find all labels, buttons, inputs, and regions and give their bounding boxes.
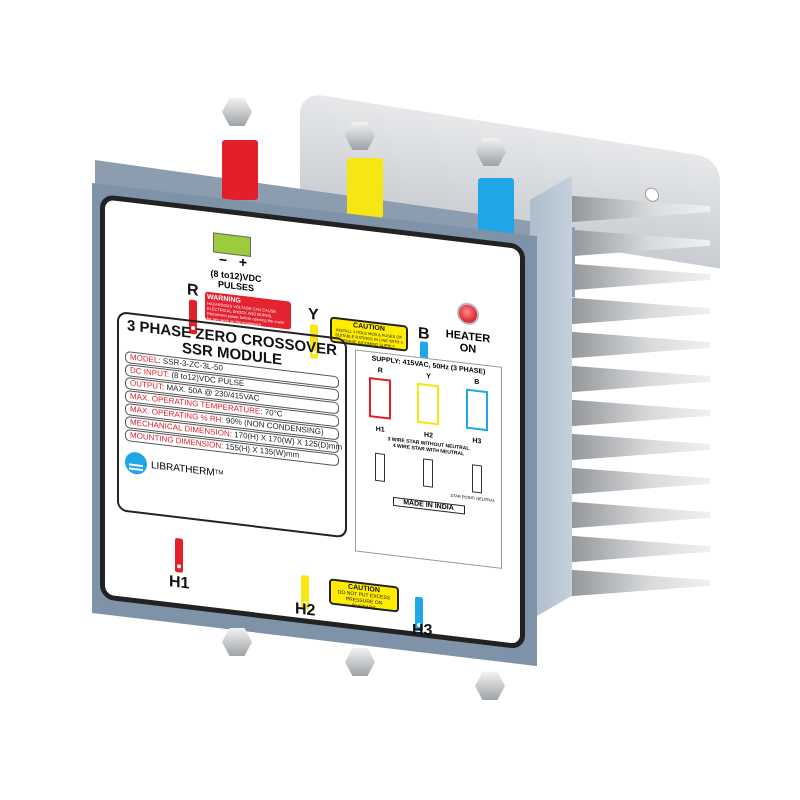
heater-3-icon	[471, 464, 482, 494]
diagram-phase-y: Y	[426, 372, 431, 381]
libratherm-logo-icon	[125, 450, 147, 476]
brand-name: LIBRATHERM	[151, 459, 215, 479]
terminal-r[interactable]	[222, 140, 258, 200]
bolt-icon	[222, 628, 252, 656]
output-label-h1: H1	[169, 573, 190, 593]
front-label-panel: − + (8 to12)VDC PULSES R Y B WARNING HAZ…	[100, 193, 525, 650]
heater-1-icon	[375, 452, 386, 482]
bolt-icon	[222, 98, 252, 126]
plus-sign: +	[238, 253, 248, 271]
heater-2-icon	[423, 458, 434, 488]
diagram-out-h2: H2	[424, 431, 433, 440]
diagram-out-h3: H3	[472, 437, 482, 446]
bolt-icon	[345, 648, 375, 676]
heatsink	[560, 185, 720, 605]
terminal-y[interactable]	[347, 158, 383, 218]
caution-label-bottom: CAUTION DO NOT PUT EXCESS PRESSURE ON BU…	[329, 578, 399, 613]
scr-pair-b-icon	[465, 388, 488, 432]
minus-sign: −	[218, 251, 228, 269]
output-label-h2: H2	[295, 600, 316, 620]
output-label-h3: H3	[412, 622, 433, 639]
spec-block: 3 PHASE ZERO CROSSOVER SSR MODULE MODEL:…	[117, 310, 347, 539]
phase-label-r: R	[187, 281, 199, 300]
diagram-out-h1: H1	[375, 425, 385, 434]
bolt-icon	[476, 138, 506, 166]
bolt-icon	[475, 672, 505, 700]
terminal-b[interactable]	[478, 178, 514, 238]
scr-pair-r-icon	[369, 377, 392, 420]
caution-bottom-text: DO NOT PUT EXCESS PRESSURE ON BUSBARS	[337, 589, 391, 612]
busbar-h1	[175, 537, 183, 573]
enclosure-front: − + (8 to12)VDC PULSES R Y B WARNING HAZ…	[92, 183, 537, 667]
phase-label-y: Y	[308, 305, 319, 325]
brand-tm: TM	[214, 469, 224, 477]
scr-pair-y-icon	[417, 382, 440, 426]
heater-on-indicator-led	[457, 301, 479, 327]
made-in-india-label: MADE IN INDIA	[392, 496, 465, 515]
diagram-phase-b: B	[474, 378, 480, 387]
diagram-phase-r: R	[377, 367, 383, 375]
